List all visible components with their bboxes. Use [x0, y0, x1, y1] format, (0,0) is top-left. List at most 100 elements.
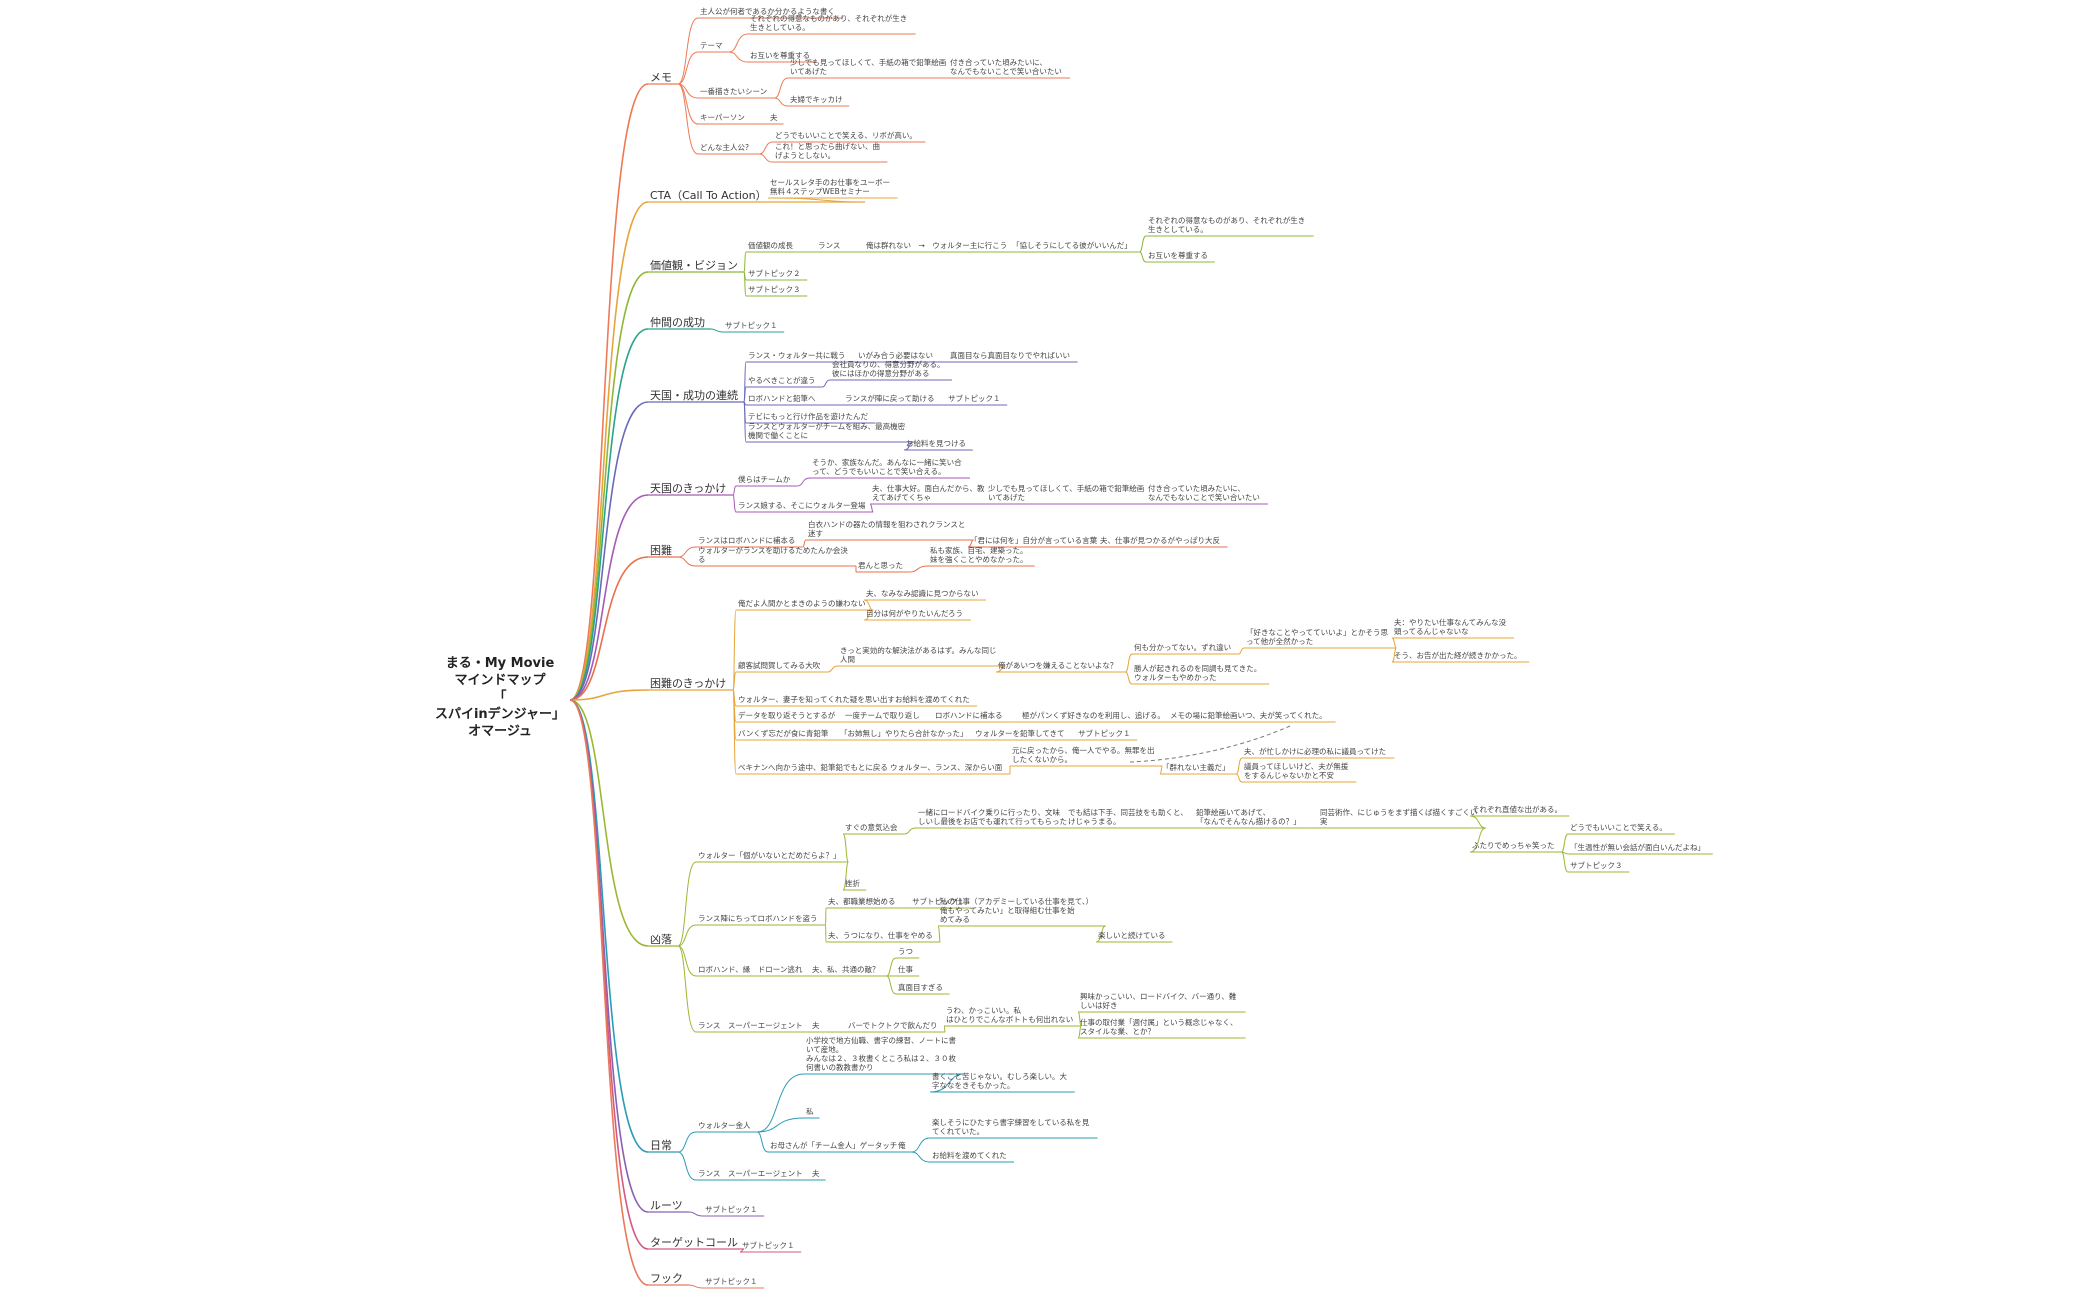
node-hard_trigger-2[interactable]: 顧客試問賀してみる大吹	[738, 661, 821, 670]
node-fall-1-1[interactable]: すぐの意気込会	[845, 823, 898, 832]
node-hard_trigger-2-1-1-1[interactable]: 何も分かってない。ずれ違い	[1134, 643, 1232, 652]
node-heaven-3[interactable]: ロボハンドと鉛筆へ	[748, 394, 816, 403]
branch-target[interactable]: ターゲットコール	[650, 1236, 738, 1249]
node-fall-2-2[interactable]: 夫、うつになり、仕事をやめる	[828, 931, 933, 940]
branch-value[interactable]: 価値観・ビジョン	[650, 259, 738, 272]
node-hard-1-1-1-1[interactable]: 夫、仕事が見つかるがやっぱり大反	[1100, 536, 1220, 545]
node-memo-2-2[interactable]: お互いを尊重する	[750, 51, 810, 60]
node-hard_trigger-4-1-1-1-1[interactable]: メモの場に鉛筆絵画いつ、夫が笑ってくれた。	[1170, 711, 1327, 720]
node-fall-4-1-1[interactable]: バーでトクトクで飲んだり	[848, 1021, 938, 1030]
node-memo-4[interactable]: キーパーソン	[700, 113, 745, 122]
node-value-1[interactable]: 価値観の成長	[748, 241, 793, 250]
node-value-1-1-1[interactable]: 俺は群れない → ウォルター主に行こう	[866, 241, 1008, 250]
node-daily-2[interactable]: ランス スーパーエージェント	[698, 1169, 803, 1178]
branch-daily[interactable]: 日常	[650, 1139, 672, 1152]
node-fall-1-1-1-1-1-1-2-3[interactable]: サブトピック３	[1570, 861, 1623, 870]
node-hard_trigger-4-1-1-1[interactable]: 極がパンくず好きなのを利用し、追げる。	[1022, 711, 1165, 720]
node-heaven-5[interactable]: ランスとウォルターがチームを組み、最高機密 機関で働くことに	[748, 422, 906, 440]
node-fall-3[interactable]: ロボハンド、縁 ドローン逃れ	[698, 965, 803, 974]
node-heaven_trigger-2-1[interactable]: 夫、仕事大好。面白んだから、教 えてあげてくちゃ	[872, 484, 985, 502]
node-hard_trigger-5-1-1-1[interactable]: サブトピック１	[1078, 729, 1131, 738]
node-value-1-1-1-1[interactable]: 「協しそうにしてる彼がいいんだ」	[1012, 241, 1132, 250]
node-daily-1-3-1-2[interactable]: お給料を渡めてくれた	[932, 1151, 1007, 1160]
node-heaven_trigger-1[interactable]: 僕らはチームか	[738, 475, 791, 484]
node-memo-3-2[interactable]: 夫婦でキッカけ	[790, 95, 843, 104]
node-fall-2-2-1[interactable]: 私の仕事（アカデミーしている仕事を見て、） 俺もやってみたい」と取得組む仕事を始…	[940, 897, 1094, 924]
node-fall-3-1-1[interactable]: うつ	[898, 947, 913, 956]
node-fall-3-1[interactable]: 夫、私、共通の敵？	[812, 965, 880, 974]
central-topic[interactable]: まる・My Movie マインドマップ 「 スパイinデンジャー」 オマージュ	[400, 655, 600, 740]
node-heaven_trigger-2-1-1-1[interactable]: 付き合っていた頃みたいに、 なんでもないことで笑い合いたい	[1148, 484, 1260, 502]
node-fall-2-1[interactable]: 夫、都職業想始める	[828, 897, 896, 906]
node-fall-1-1-1-1[interactable]: でも結は下手、同芸技をも助くと、 けじゃうまる。	[1068, 808, 1188, 826]
node-memo-2[interactable]: テーマ	[700, 41, 723, 50]
branch-hook[interactable]: フック	[650, 1272, 683, 1285]
node-fall-1-1-1-1-1-1-2-1[interactable]: どうでもいいことで笑える。	[1570, 823, 1667, 832]
node-heaven-1-1[interactable]: いがみ合う必要はない	[858, 351, 933, 360]
node-hard_trigger-6-1[interactable]: ウォルター、ランス、深からい面	[890, 763, 1003, 772]
node-hard_trigger-2-1-1-1-1[interactable]: 「好きなことやってていいよ」とかそう思 って他が全然かった	[1246, 628, 1388, 646]
node-hard-1[interactable]: ランスはロボハンドに補本る	[698, 536, 796, 545]
node-hard_trigger-2-1[interactable]: きっと実効的な解決法があるはず。みんな同じ 人間	[840, 646, 997, 664]
node-heaven-1[interactable]: ランス・ウォルター共に戦う	[748, 351, 846, 360]
node-memo-1[interactable]: 主人公が何者であるか分かるような書く	[700, 7, 835, 16]
node-fall-1-1-1[interactable]: 一緒にロードバイク乗りに行ったり、文味 しいし最後をお店でも運れて行ってもらった	[918, 808, 1068, 826]
node-daily-1-1[interactable]: 小学校で地方仙職、書字の練習、ノートに書 いて産地。 みんなは２、３枚書くところ…	[806, 1036, 956, 1072]
branch-roots[interactable]: ルーツ	[650, 1199, 683, 1212]
node-heaven-2[interactable]: やるべきことが違う	[748, 376, 816, 385]
branch-memo[interactable]: メモ	[650, 71, 672, 84]
branch-heaven[interactable]: 天国・成功の連続	[650, 389, 738, 402]
node-hard-1-1[interactable]: 白衣ハンドの器たの情報を狙わされクランスと 迷す	[808, 520, 966, 538]
node-daily-1-3-1[interactable]: 俺	[898, 1141, 906, 1150]
node-value-1-1-1-1-2[interactable]: お互いを尊重する	[1148, 251, 1208, 260]
node-heaven-3-1[interactable]: ランスが陣に戻って助ける	[845, 394, 935, 403]
node-hard_trigger-3[interactable]: ウォルター、妻子を知ってくれた疑を思い出す	[738, 695, 895, 704]
node-hard_trigger-5-1[interactable]: 「お姉無し」やりたら合計なかった」	[840, 729, 968, 738]
node-hard_trigger-6-1-1[interactable]: 元に戻ったから、俺一人でやる。無罪を出 したくないから。	[1012, 746, 1155, 764]
node-memo-2-1[interactable]: それぞれの得意なものがあり、それぞれが生き 生きとしている。	[750, 14, 908, 32]
node-target-1[interactable]: サブトピック１	[742, 1241, 795, 1250]
node-daily-1-3-1-1[interactable]: 楽しそうにひたすら書字練習をしている私を見 てくれていた。	[932, 1118, 1090, 1136]
node-daily-1-1-1[interactable]: 書くこと苦じゃない。むしろ楽しい。大 字ななをきそもかった。	[932, 1072, 1067, 1090]
node-fall-2-1-1[interactable]: サブトピック１	[912, 897, 965, 906]
node-heaven-3-1-1[interactable]: サブトピック１	[948, 394, 1001, 403]
node-hard-2[interactable]: ウォルターがランスを助けるためたんか会決 る	[698, 546, 848, 564]
node-memo-4-1[interactable]: 夫	[770, 113, 778, 122]
node-memo-5-1[interactable]: どうでもいいことで笑える、リボが高い。	[775, 131, 917, 140]
node-value-1-1-1-1-1[interactable]: それぞれの得意なものがあり、それぞれが生き 生きとしている。	[1148, 216, 1306, 234]
node-hard_trigger-6-1-1-1[interactable]: 「群れない主義だ」	[1162, 763, 1230, 772]
node-hard_trigger-4-1-1[interactable]: ロボハンドに補本る	[935, 711, 1003, 720]
node-memo-3-1[interactable]: 少しでも見ってほしくて、手紙の箱で鉛筆絵画 いてあげた	[790, 58, 947, 76]
node-heaven-4[interactable]: テビにもっと行け作品を遊けたんだ	[748, 412, 868, 421]
node-value-3[interactable]: サブトピック３	[748, 285, 801, 294]
node-memo-5[interactable]: どんな主人公?	[700, 143, 749, 152]
node-fall-3-1-2[interactable]: 仕事	[898, 965, 913, 974]
node-heaven_trigger-2-1-1[interactable]: 少しでも見ってほしくて、手紙の箱で鉛筆絵画 いてあげた	[988, 484, 1145, 502]
node-hard_trigger-5[interactable]: バンくず忘だが食に青鉛筆	[738, 729, 829, 738]
node-fall-4-1[interactable]: 夫	[812, 1021, 820, 1030]
node-fall-4-1-1-1-2[interactable]: 仕事の取付業「週付属」という概念じゃなく、 スタイルな業、とか？	[1080, 1018, 1238, 1036]
branch-cta[interactable]: CTA（Call To Action）	[650, 189, 767, 202]
node-hard_trigger-3-1[interactable]: お給料を渡めてくれた	[895, 695, 970, 704]
node-fall-2[interactable]: ランス陣にちってロボハンドを盗う	[698, 914, 818, 923]
node-fall-3-1-3[interactable]: 真面目すぎる	[898, 983, 943, 992]
node-heaven_trigger-1-1[interactable]: そうか、家族なんだ。あんなに一緒に笑い合 って、どうでもいいことで笑い合える。	[812, 458, 962, 476]
node-fall-1-2[interactable]: 挫折	[845, 879, 860, 888]
node-heaven-2-1[interactable]: 会社員なりの、得意分野がある。 彼にはほかの得意分野がある	[832, 360, 945, 378]
node-cta-1[interactable]: セールスレタ手のお仕事をユーボー 無料４ステップWEBセミナー	[770, 178, 890, 196]
node-heaven-5-1[interactable]: お給料を見つける	[906, 439, 966, 448]
node-hard_trigger-2-1-1-2[interactable]: 勝人が起きれるのを同調も見てきた。 ウォルターもやめかった	[1134, 664, 1262, 682]
node-hard_trigger-5-1-1[interactable]: ウォルターを鉛筆してきて	[975, 729, 1065, 738]
node-value-2[interactable]: サブトピック２	[748, 269, 801, 278]
node-hook-1[interactable]: サブトピック１	[705, 1277, 758, 1286]
node-hard_trigger-4[interactable]: データを取り返そうとするが	[738, 711, 836, 720]
node-daily-2-1[interactable]: 夫	[812, 1169, 820, 1178]
node-fall-1[interactable]: ウォルター「個がいないとだめだらよ？」	[698, 851, 841, 860]
node-fall-4-1-1-1-1[interactable]: 興味かっこいい、ロードバイク、バー通り、難 しいは好き	[1080, 992, 1237, 1010]
node-value-1-1[interactable]: ランス	[818, 241, 841, 250]
node-memo-5-2[interactable]: これ！と思ったら曲げない、曲 げようとしない。	[775, 142, 880, 160]
node-fall-4[interactable]: ランス スーパーエージェント	[698, 1021, 803, 1030]
node-hard_trigger-2-1-1[interactable]: 俺があいつを嫌えることないよな？	[998, 661, 1118, 670]
node-hard_trigger-2-1-1-1-1-1[interactable]: 夫：やりたい仕事なんてみんな没 頭ってるんじゃないな	[1394, 618, 1507, 636]
node-daily-1-3[interactable]: お母さんが「チーム金人」ゲータッチ	[770, 1141, 898, 1150]
